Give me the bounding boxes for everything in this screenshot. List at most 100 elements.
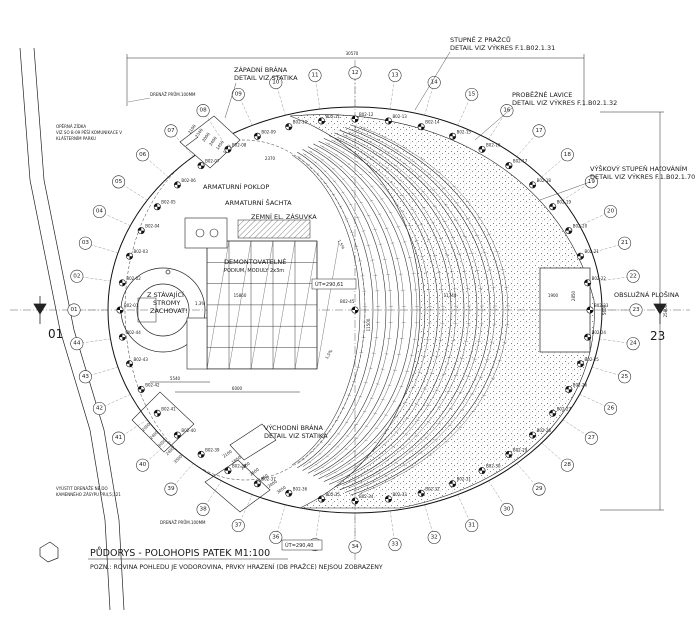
- axis-bubble-label: 17: [535, 128, 543, 134]
- axis-bubble-label: 26: [607, 405, 615, 411]
- axis-bubble-label: 16: [503, 108, 511, 114]
- seat-tick: [344, 218, 349, 220]
- label-vyskovy-1: VÝŠKOVÝ STUPEŇ HAťOVÁNÍM: [590, 164, 687, 173]
- foundation-point-marker: [584, 333, 592, 341]
- foundation-point-label: B02-01: [124, 303, 139, 308]
- foundation-point-marker: [126, 252, 134, 260]
- seat-tick: [332, 193, 336, 195]
- foundation-point-label: B02-06: [181, 178, 196, 183]
- seat-tick: [466, 200, 470, 202]
- dim-center-v: 2370: [265, 156, 276, 161]
- label-armaturni-poklop: ARMATURNÍ POKLOP: [203, 182, 269, 191]
- seat-tick: [399, 179, 403, 181]
- seat-tick: [363, 411, 367, 413]
- foundation-point-marker: [116, 306, 124, 314]
- foundation-point-marker: [449, 132, 457, 140]
- axis-bubble: [584, 431, 598, 445]
- seat-tick: [410, 450, 414, 452]
- axis-big-left: 01: [48, 327, 63, 341]
- seat-tick: [298, 156, 301, 158]
- seat-tick: [359, 482, 362, 484]
- seat-tick: [335, 154, 338, 156]
- foundation-point-label: B02-37: [261, 477, 276, 482]
- foundation-points: B02-01B02-02B02-03B02-04B02-05B02-06B02-…: [116, 112, 609, 505]
- foundation-point-marker: [351, 115, 359, 123]
- elevation-box-2: [281, 539, 323, 551]
- seat-tick: [349, 203, 353, 205]
- seating-row: [291, 154, 361, 466]
- foundation-point-marker: [197, 162, 205, 170]
- foundation-point-marker: [118, 333, 126, 341]
- service-platform: [539, 267, 591, 353]
- wood-deck-hatch: [237, 219, 311, 239]
- foundation-point-label: B02-27: [557, 406, 572, 411]
- foundation-point-label: B02-39: [205, 447, 220, 452]
- label-vyustit-2: KAMENNÉHO ZÁSYPU PR4,5;321: [56, 492, 121, 497]
- seating-row: [334, 132, 465, 488]
- foundation-point-label: B02-31: [457, 477, 472, 482]
- axis-bubble: [532, 482, 546, 496]
- dim-slope-1: 1,5%: [337, 239, 347, 250]
- seat-tick: [376, 138, 380, 140]
- bottom-dimension-lines: [150, 381, 300, 393]
- seating-row: [350, 124, 504, 496]
- seat-tick: [389, 212, 393, 213]
- foundation-point-label: B02-17: [513, 159, 528, 164]
- axis-bubble-label: 08: [200, 108, 208, 114]
- axis-bubble: [465, 519, 479, 533]
- seat-tick: [315, 464, 318, 466]
- axis-bubble-label: 11: [311, 72, 319, 78]
- top-dimension-line: [126, 54, 585, 106]
- seat-tick: [304, 153, 307, 156]
- foundation-point-label: B02-12: [359, 112, 374, 117]
- axis-bubble-label: 07: [167, 128, 175, 134]
- label-stromy-3: ZACHOVAT!: [150, 307, 188, 315]
- axis-bubble-label: 19: [588, 179, 596, 185]
- axis-bubble: [164, 124, 178, 138]
- axis-bubble-label: 43: [82, 374, 90, 380]
- axis-mark-left: [33, 296, 47, 324]
- axis-bubble-label: 09: [235, 91, 243, 97]
- dim-slope-2: 1,5%: [324, 348, 334, 359]
- label-stupne-2: DETAIL VIZ VÝKRES F.1.B02.1.31: [450, 43, 555, 52]
- axis-bubble: [348, 540, 362, 554]
- foundation-point-label: B02-19: [557, 200, 572, 205]
- axis-bubble-label: 20: [607, 209, 615, 215]
- label-demontovatelne-2: PODIUM, MODULY 2x3m: [224, 268, 284, 274]
- dim-center-v2: 11500: [366, 318, 371, 331]
- seat-tick: [342, 178, 345, 180]
- seat-tick: [452, 185, 456, 187]
- seat-tick: [314, 161, 317, 163]
- seat-tick: [361, 453, 365, 455]
- seat-tick: [437, 171, 441, 173]
- seat-tick: [363, 468, 366, 470]
- seat-tick: [372, 487, 375, 489]
- seat-tick: [380, 198, 384, 200]
- axis-bubble: [500, 104, 514, 118]
- seat-tick: [385, 475, 388, 477]
- axis-bubble-label: 13: [391, 72, 399, 78]
- foundation-point-marker: [318, 117, 326, 125]
- seat-tick: [444, 204, 448, 205]
- seat-tick: [338, 205, 343, 207]
- seat-tick: [321, 466, 324, 469]
- label-vyskovy-2: DETAIL VIZ VÝKRES F.1.B02.1.70: [590, 172, 695, 181]
- dim-gate-sw: 3050: [157, 437, 168, 448]
- axis-bubble: [92, 205, 106, 219]
- foundation-point-marker: [197, 450, 205, 458]
- foundation-point-marker: [576, 360, 584, 368]
- podium-diagonal: [206, 240, 230, 370]
- foundation-point-marker: [584, 279, 592, 287]
- seat-tick: [374, 427, 379, 429]
- seat-tick: [333, 458, 337, 460]
- foundation-point-label: B02-23: [594, 303, 609, 308]
- seat-tick: [321, 159, 324, 161]
- label-probezne-1: PROBĚŽNÉ LAVICE: [512, 90, 572, 99]
- foundation-point-label: B02-24: [592, 330, 607, 335]
- dim-bottom-2: 6000: [232, 386, 243, 391]
- corner-block: [39, 541, 59, 563]
- seat-tick: [371, 156, 375, 158]
- seat-tick: [386, 167, 389, 169]
- seat-tick: [356, 146, 359, 148]
- seat-tick: [339, 137, 342, 140]
